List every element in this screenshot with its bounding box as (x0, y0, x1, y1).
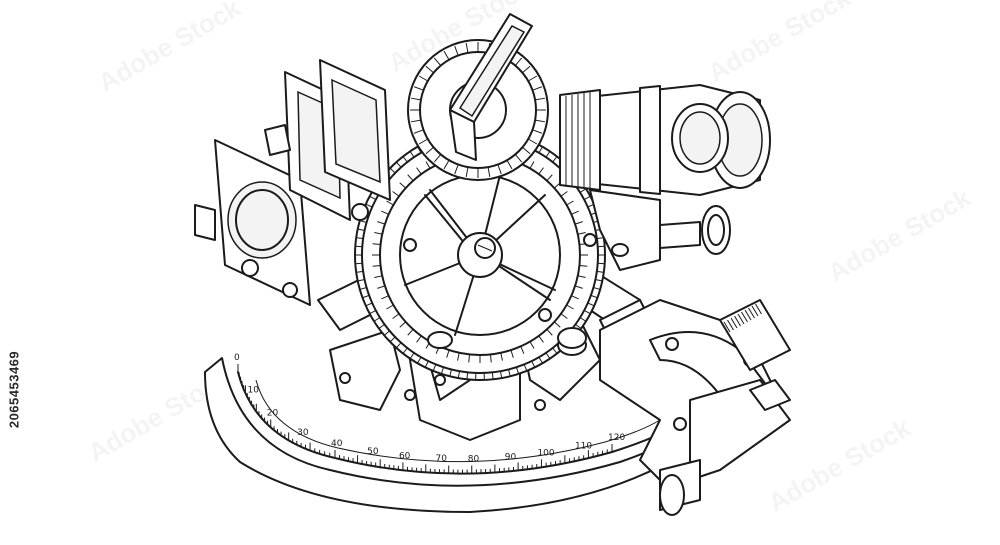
arc-scale-label: 70 (436, 454, 448, 464)
horizon-mirror (194, 139, 311, 306)
arc-scale-label: 100 (537, 448, 554, 458)
arc-scale-label: 10 (248, 386, 260, 396)
adjusting-knobs (427, 243, 629, 356)
arc-scale-label: 90 (505, 452, 517, 462)
arc-scale-label: 110 (575, 441, 592, 451)
index-mirror (449, 13, 533, 161)
arc-scale-label: 120 (608, 433, 625, 443)
telescope (559, 84, 771, 271)
arc-scale-label: 30 (297, 428, 309, 438)
index-arm (599, 299, 791, 516)
sextant-arc: 0 10 20 30 40 50 60 70 80 90 100 110 120 (204, 353, 687, 513)
shade-glasses (264, 59, 391, 221)
stock-id-label: 2065453469 (6, 290, 22, 490)
stock-id-text: 2065453469 (6, 350, 22, 429)
arc-scale-label: 20 (267, 409, 279, 419)
arc-scale-label: 40 (331, 439, 343, 449)
arc-scale-label: 80 (468, 455, 480, 465)
arc-scale-label: 0 (234, 353, 240, 363)
arc-scale-label: 50 (367, 447, 379, 457)
arc-scale-label: 60 (399, 451, 411, 461)
